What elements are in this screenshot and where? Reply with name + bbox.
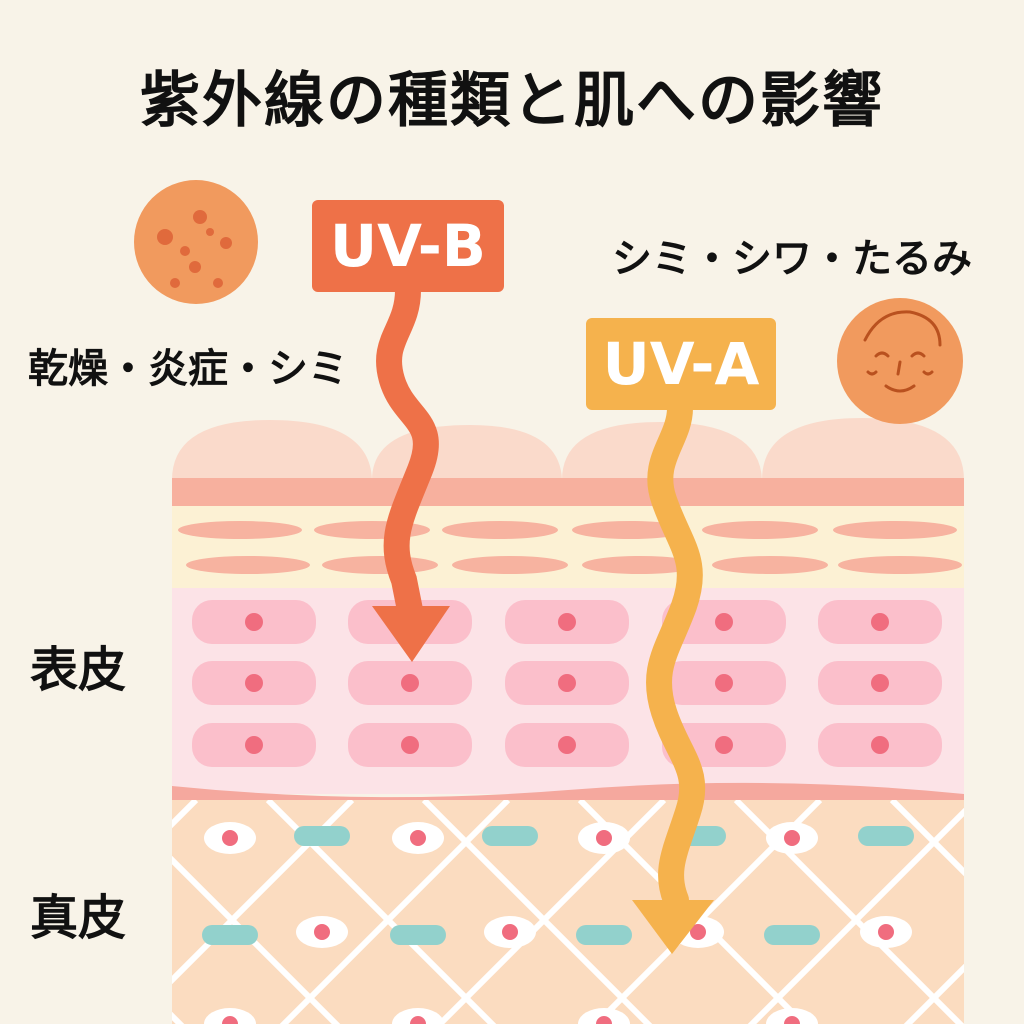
uvb-label-tag: UV-B <box>312 200 504 292</box>
spotted-skin-face-icon <box>134 180 258 304</box>
page-title: 紫外線の種類と肌への影響 <box>140 66 884 136</box>
uva-label-tag: UV-A <box>586 318 776 410</box>
collagen-fiber <box>390 925 446 945</box>
uva-arrow <box>646 395 706 913</box>
uvb-effects-label: 乾燥・炎症・シミ <box>28 346 348 392</box>
uva-effects-label: シミ・シワ・たるみ <box>612 236 972 282</box>
uvb-arrow-head <box>372 606 450 662</box>
horny-layer <box>172 506 964 588</box>
collagen-fiber <box>576 925 632 945</box>
wrinkled-face-icon <box>837 298 963 424</box>
dermis-label: 真皮 <box>30 890 127 946</box>
skin-surface <box>172 418 964 506</box>
collagen-fiber <box>858 826 914 846</box>
collagen-fiber <box>202 925 258 945</box>
uva-arrow-head <box>632 900 714 954</box>
epidermis-label: 表皮 <box>30 642 127 698</box>
dermis-layer <box>172 800 964 1024</box>
collagen-fiber <box>764 925 820 945</box>
epidermis-layer <box>172 588 964 816</box>
uvb-arrow <box>376 277 439 623</box>
collagen-fiber <box>482 826 538 846</box>
collagen-fiber <box>294 826 350 846</box>
